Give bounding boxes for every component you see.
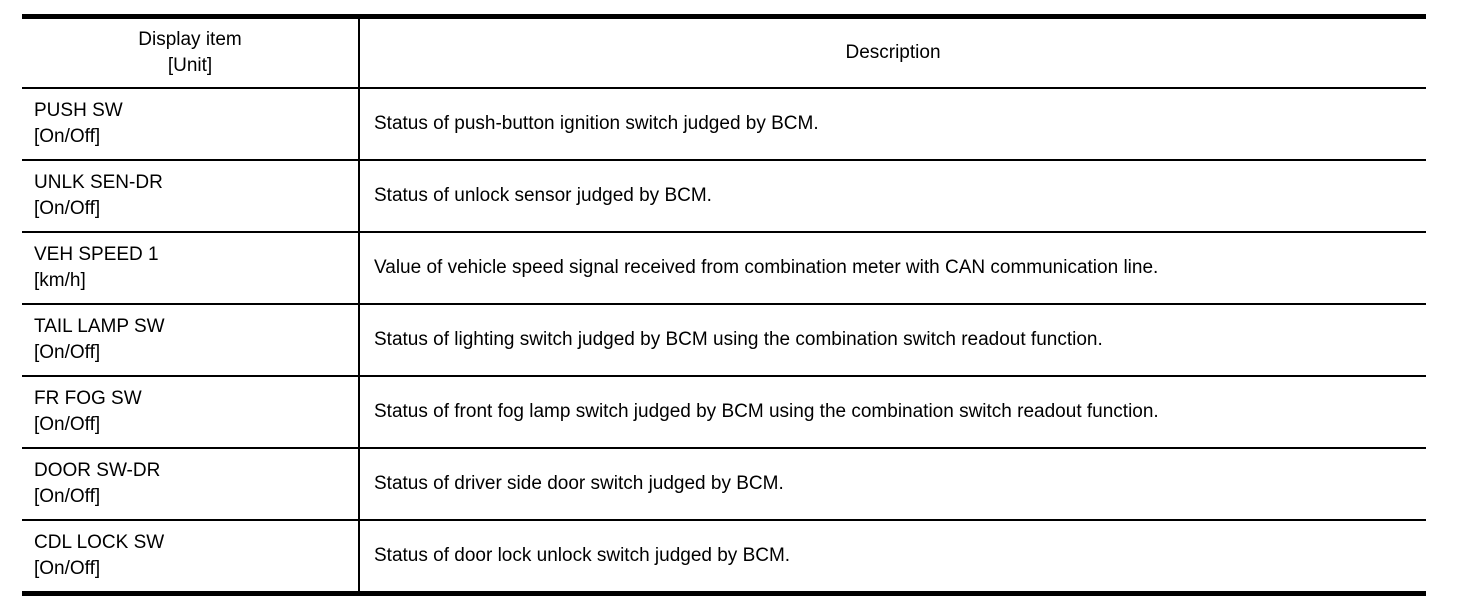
table-row: TAIL LAMP SW [On/Off] Status of lighting… (22, 304, 1426, 377)
description-cell: Status of lighting switch judged by BCM … (359, 304, 1426, 377)
table-row: CDL LOCK SW [On/Off] Status of door lock… (22, 520, 1426, 595)
display-item-cell: FR FOG SW [On/Off] (22, 376, 360, 449)
display-item-unit: [On/Off] (34, 342, 101, 363)
display-item-name: VEH SPEED 1 (34, 244, 159, 265)
display-item-name: CDL LOCK SW (34, 532, 165, 553)
table-body: PUSH SW [On/Off] Status of push-button i… (22, 88, 1426, 595)
description-cell: Status of front fog lamp switch judged b… (359, 376, 1426, 449)
display-item-cell: VEH SPEED 1 [km/h] (22, 232, 360, 305)
display-item-name: FR FOG SW (34, 388, 142, 409)
display-item-unit: [km/h] (34, 270, 86, 291)
display-item-unit: [On/Off] (34, 486, 101, 507)
description-cell: Status of driver side door switch judged… (359, 448, 1426, 521)
display-item-cell: UNLK SEN-DR [On/Off] (22, 160, 360, 233)
description-cell: Status of unlock sensor judged by BCM. (359, 160, 1426, 233)
display-item-name: TAIL LAMP SW (34, 316, 165, 337)
display-item-name: PUSH SW (34, 100, 123, 121)
display-item-unit: [On/Off] (34, 126, 101, 147)
table-row: PUSH SW [On/Off] Status of push-button i… (22, 88, 1426, 161)
table-row: DOOR SW-DR [On/Off] Status of driver sid… (22, 448, 1426, 521)
table-row: VEH SPEED 1 [km/h] Value of vehicle spee… (22, 232, 1426, 305)
display-item-unit: [On/Off] (34, 198, 101, 219)
description-cell: Value of vehicle speed signal received f… (359, 232, 1426, 305)
column-header-display-item: Display item [Unit] (22, 16, 360, 89)
display-item-cell: PUSH SW [On/Off] (22, 88, 360, 161)
column-header-description: Description (359, 16, 1426, 89)
column-header-display-item-unit: [Unit] (167, 55, 213, 76)
display-item-unit: [On/Off] (34, 558, 101, 579)
display-item-cell: CDL LOCK SW [On/Off] (22, 520, 360, 595)
display-item-name: DOOR SW-DR (34, 460, 161, 481)
description-cell: Status of push-button ignition switch ju… (359, 88, 1426, 161)
display-item-cell: DOOR SW-DR [On/Off] (22, 448, 360, 521)
display-item-name: UNLK SEN-DR (34, 172, 163, 193)
column-header-display-item-line1: Display item (138, 29, 242, 50)
display-item-unit: [On/Off] (34, 414, 101, 435)
display-item-cell: TAIL LAMP SW [On/Off] (22, 304, 360, 377)
table-header-row: Display item [Unit] Description (22, 16, 1426, 89)
table-row: UNLK SEN-DR [On/Off] Status of unlock se… (22, 160, 1426, 233)
description-cell: Status of door lock unlock switch judged… (359, 520, 1426, 595)
display-items-table: Display item [Unit] Description PUSH SW … (22, 14, 1426, 596)
table-row: FR FOG SW [On/Off] Status of front fog l… (22, 376, 1426, 449)
